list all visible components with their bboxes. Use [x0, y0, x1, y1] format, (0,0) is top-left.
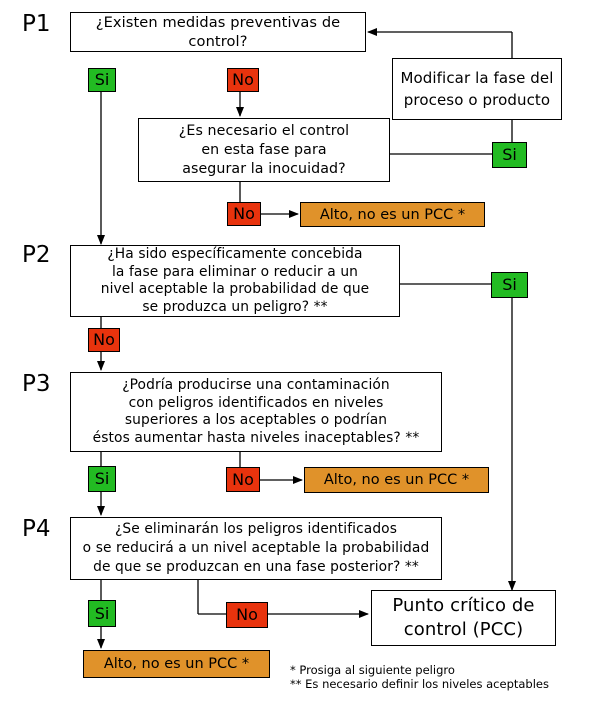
yes-tag-p4: Si	[88, 600, 116, 627]
question-p1b-box: ¿Es necesario el control en esta fase pa…	[138, 118, 390, 182]
no-tag-p1b: No	[227, 202, 261, 226]
yes-tag-p3: Si	[88, 466, 116, 492]
yes-tag-p1b: Si	[492, 142, 527, 168]
step-label-p2: P2	[22, 242, 51, 268]
stop-box-p4: Alto, no es un PCC *	[83, 650, 270, 678]
yes-tag-p2: Si	[491, 272, 528, 298]
footnote-double: ** Es necesario definir los niveles acep…	[290, 677, 549, 691]
question-p4-text: ¿Se eliminarán los peligros identificado…	[82, 521, 430, 575]
pcc-box: Punto crítico de control (PCC)	[371, 590, 556, 646]
step-label-p3: P3	[22, 371, 51, 397]
step-label-p1: P1	[22, 11, 51, 37]
question-p4-box: ¿Se eliminarán los peligros identificado…	[70, 517, 442, 580]
question-p2-text: ¿Ha sido específicamente concebida la fa…	[100, 246, 370, 315]
stop-box-p3: Alto, no es un PCC *	[304, 467, 489, 493]
no-tag-p3: No	[226, 467, 260, 492]
pcc-text: Punto crítico de control (PCC)	[392, 595, 535, 640]
step-label-p4: P4	[22, 516, 51, 542]
question-p2-box: ¿Ha sido específicamente concebida la fa…	[70, 245, 400, 317]
question-p3-box: ¿Podría producirse una contaminación con…	[70, 372, 442, 452]
question-p1b-text: ¿Es necesario el control en esta fase pa…	[178, 122, 350, 177]
no-tag-p2: No	[88, 328, 120, 352]
stop-box-p1: Alto, no es un PCC *	[300, 202, 485, 227]
yes-tag-p1: Si	[88, 68, 116, 92]
question-p1-text: ¿Existen medidas preventivas de control?	[95, 14, 341, 50]
question-p1-box: ¿Existen medidas preventivas de control?	[70, 12, 366, 52]
no-tag-p4: No	[226, 602, 268, 628]
no-tag-p1: No	[227, 68, 259, 92]
question-p3-text: ¿Podría producirse una contaminación con…	[92, 377, 420, 446]
modify-phase-text: Modificar la fase del proceso o producto	[400, 69, 554, 109]
modify-phase-box: Modificar la fase del proceso o producto	[392, 58, 562, 120]
footnote-single: * Prosiga al siguiente peligro	[290, 663, 455, 677]
